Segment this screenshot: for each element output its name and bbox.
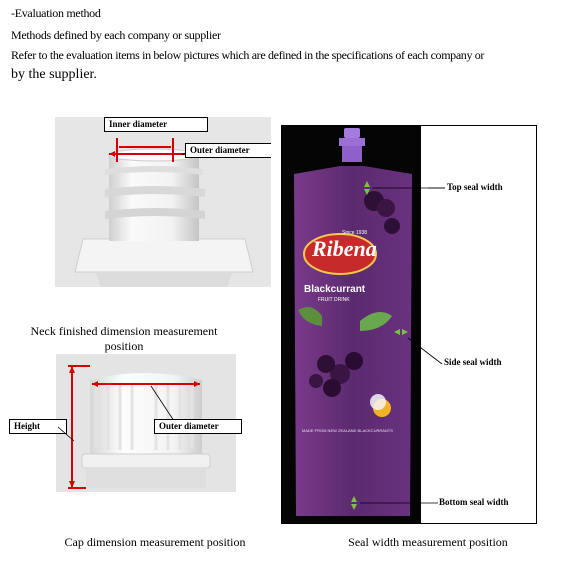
neck-caption: Neck finished dimension measurement posi… — [30, 324, 218, 353]
seal-leader-lines — [360, 187, 445, 504]
intro-methods-text: Methods defined by each company or suppl… — [11, 28, 221, 42]
pouch-brand: Ribena — [312, 236, 377, 261]
pouch-origin-text: MADE FROM NEW ZEALAND BLACKCURRANTS — [302, 428, 393, 433]
bottom-seal-width-label: Bottom seal width — [439, 497, 509, 507]
side-seal-width-label: Side seal width — [444, 357, 502, 367]
pouch-photo-frame: Since 1938 Ribena Blackcurrant FRUIT DRI… — [281, 125, 537, 524]
top-seal-width-label: Top seal width — [447, 182, 503, 192]
pouch-caption: Seal width measurement position — [348, 535, 508, 549]
pouch-flavor: Blackcurrant — [304, 284, 366, 295]
height-label: Height — [9, 419, 67, 434]
pouch-tagline: Since 1938 — [342, 230, 368, 236]
neck-photo: Inner diameter Outer diameter — [55, 117, 271, 287]
section-heading: -Evaluation method — [11, 6, 101, 20]
cap-outer-diameter-label: Outer diameter — [154, 419, 242, 434]
pouch-subtitle: FRUIT DRINK — [318, 297, 350, 303]
height-leader — [58, 426, 75, 442]
side-seal-leader — [407, 337, 443, 365]
pouch-illustration — [294, 128, 412, 516]
outer-diameter-label: Outer diameter — [185, 143, 271, 158]
intro-refer-text-continued: by the supplier. — [11, 67, 97, 82]
cap-caption: Cap dimension measurement position — [64, 535, 246, 549]
inner-diameter-label: Inner diameter — [104, 117, 208, 132]
intro-refer-text: Refer to the evaluation items in below p… — [11, 48, 485, 62]
